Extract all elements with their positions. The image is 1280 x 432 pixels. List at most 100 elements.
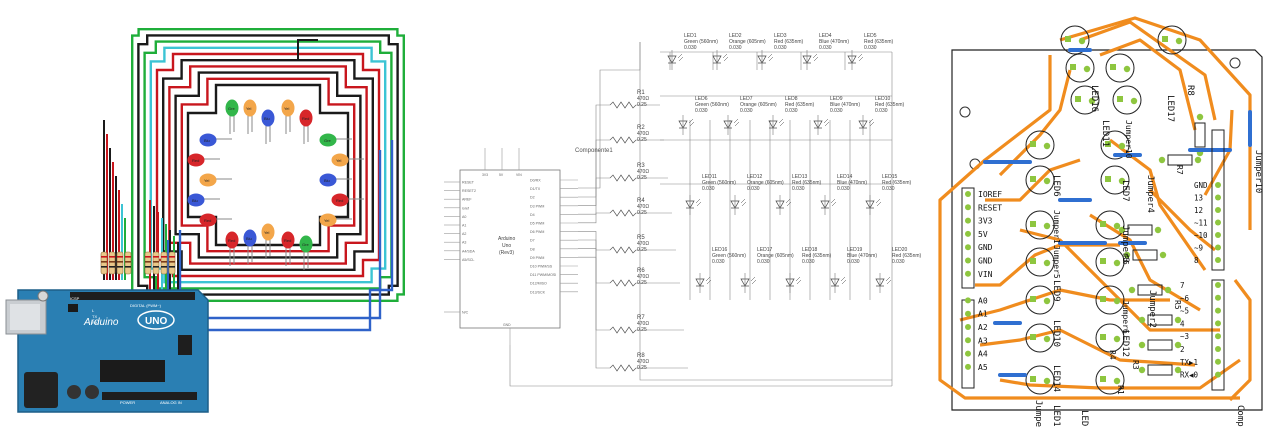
- sch-left-pin-label: RESET2: [462, 189, 476, 193]
- sch-resistor-name: R4: [637, 198, 645, 204]
- pcb-pad-round: [1118, 142, 1126, 150]
- pcb-traces: [938, 16, 1252, 402]
- sch-resistor-zigzag: [609, 326, 637, 334]
- pcb-label-r8: R8: [1185, 85, 1195, 96]
- bb-led-label: Yel: [204, 178, 210, 183]
- pcb-led-footprint-1: [1065, 53, 1095, 83]
- sch-led-spec: Red (635nm): [864, 39, 894, 45]
- pcb-left-header-label: A5: [978, 363, 988, 372]
- sch-led-arrow: [795, 276, 801, 282]
- bb-resistor-band: [101, 266, 107, 268]
- bb-led-label: Yel: [264, 230, 270, 235]
- wire-loop-6: [155, 52, 381, 278]
- schematic-component-label: Componente1: [575, 148, 613, 154]
- bb-led-13: Blu: [319, 173, 352, 187]
- bb-led-label: Red: [228, 238, 235, 243]
- pcb-resistor-body: [1167, 154, 1193, 166]
- sch-resistor-tol: 0.25: [637, 137, 647, 143]
- pcb-label-led9: LED9: [1051, 280, 1061, 302]
- sch-led-name: LED14: [837, 174, 853, 180]
- sch-led-val: 0.030: [747, 186, 760, 192]
- sch-led-arrow: [869, 121, 875, 127]
- sch-led-arrow: [733, 118, 739, 124]
- sch-left-pin-label: A2: [462, 232, 466, 236]
- bb-led-5: Red: [299, 109, 313, 144]
- sch-left-pin-label: N/C: [462, 311, 469, 315]
- pcb-resistor-footprint-1: [1194, 113, 1206, 157]
- sch-resistor-value: 470Ω: [637, 241, 649, 247]
- sch-led-val: 0.030: [695, 108, 708, 114]
- bb-led-body: [199, 173, 217, 187]
- bb-resistor-band: [109, 256, 115, 258]
- pcb-label-led7: LED7: [1120, 180, 1130, 202]
- pcb-right-header-label: 4: [1180, 319, 1185, 328]
- pcb-led-outline: [1095, 210, 1125, 240]
- bb-resistor-1: [100, 251, 108, 275]
- sch-led-val: 0.030: [785, 108, 798, 114]
- pcb-board-outline: [951, 49, 1263, 411]
- sch-left-pin-label: RESET: [462, 181, 475, 185]
- wire-loop-5: [162, 59, 374, 271]
- sch-top-pin-label: 3V3: [482, 173, 488, 177]
- sch-led-arrow: [740, 198, 746, 204]
- rx-label: RX: [92, 320, 98, 325]
- bb-led-17: Blu: [243, 229, 257, 264]
- l-label: L: [92, 308, 95, 313]
- bb-resistor-band: [169, 266, 175, 268]
- uno-logo-oval: [137, 310, 175, 330]
- bb-resistor-band: [161, 261, 167, 263]
- pcb-pad-round: [1113, 377, 1121, 385]
- pcb-pad-round: [1043, 259, 1051, 267]
- wire-loop-1: [186, 83, 350, 247]
- sch-wire-res-8: [578, 256, 610, 369]
- sch-led-val: 0.030: [684, 45, 697, 51]
- sch-left-pin-label: ioref: [462, 206, 469, 210]
- pcb-label-jumper6: Jumper6: [1121, 300, 1130, 334]
- sch-led-arrow: [813, 56, 819, 62]
- sch-resistor-tol: 0.25: [637, 102, 647, 108]
- pcb-label-led14: LED14: [1051, 365, 1061, 392]
- bb-led-body: [331, 193, 349, 207]
- pcb-header-pin: [1215, 282, 1221, 288]
- pcb-led-footprint-14: [1095, 285, 1125, 315]
- sch-resistor-value: 470Ω: [637, 131, 649, 137]
- sch-led-arrow: [678, 56, 684, 62]
- sch-led-arrow: [705, 276, 711, 282]
- sch-resistor-tol: 0.25: [637, 327, 647, 333]
- pcb-pad-round: [1113, 297, 1121, 305]
- icsp-header: [178, 335, 192, 355]
- pcb-pad-round: [1159, 251, 1167, 259]
- pcb-header-pin: [1215, 346, 1221, 352]
- pcb-led-outline: [1025, 165, 1055, 195]
- bb-resistor-band: [145, 261, 151, 263]
- bb-led-body: [199, 213, 217, 227]
- pcb-header-pin: [965, 270, 971, 277]
- bb-led-1: Gre: [225, 99, 239, 134]
- pcb-led-footprint-13: [1025, 285, 1055, 315]
- sch-led-arrow: [741, 201, 747, 207]
- pcb-pad-round: [1123, 65, 1131, 73]
- sch-resistor-value: 470Ω: [637, 321, 649, 327]
- pcb-left-header-label: A3: [978, 336, 988, 345]
- breadboard-resistors: [100, 251, 176, 275]
- bb-led-label: Gre: [228, 106, 235, 111]
- pcb-resistor-body: [1147, 364, 1173, 376]
- sch-right-pin-label: D9 PWM: [530, 256, 544, 260]
- sch-led-spec: Red (635nm): [785, 102, 815, 108]
- pcb-header-pin: [1215, 232, 1221, 238]
- pcb-label-jumper5: Jumper5: [1052, 245, 1061, 279]
- pcb-trace-outer-left: [938, 55, 1240, 400]
- sch-left-pin-label: A1: [462, 224, 466, 228]
- sch-led-arrow: [875, 198, 881, 204]
- sch-wire-res-6: [578, 239, 610, 284]
- sch-led-spec: Blue (470nm): [847, 253, 877, 259]
- wire-loop-2: [180, 77, 356, 253]
- pcb-header-pin: [1215, 307, 1221, 314]
- sch-led-arrow: [886, 279, 892, 285]
- pcb-pad-square: [1075, 96, 1081, 102]
- sch-led-arrow: [723, 56, 729, 62]
